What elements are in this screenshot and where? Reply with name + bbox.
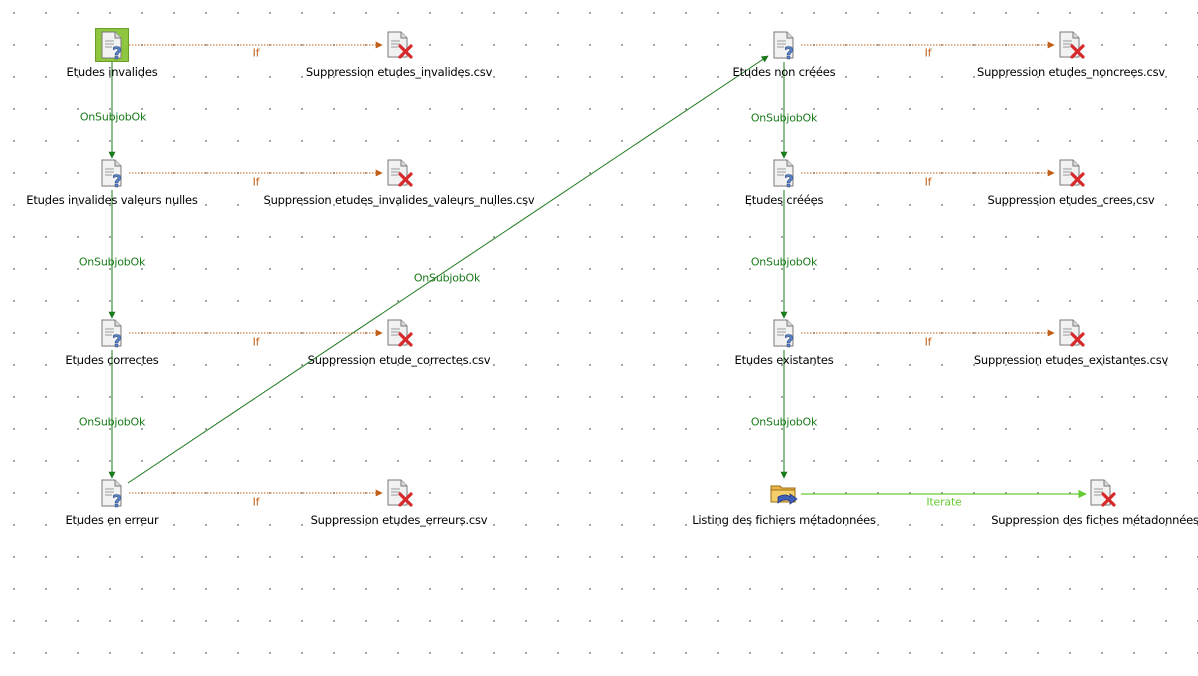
svg-text:?: ? [784,44,794,61]
component-label: Etudes invalides [66,65,158,79]
link-label-onsubjobok: OnSubjobOk [78,415,146,429]
component-label: Suppression etudes_existantes.csv [973,353,1169,367]
component-label: Suppression etudes_invalides.csv [305,65,493,79]
component-label: Suppression etude_correctes.csv [307,353,491,367]
file-exist-icon[interactable]: ? [96,157,128,189]
link-onsubjobok-cross[interactable] [127,55,769,484]
link-label-if: If [252,46,260,60]
component-label: Listing des fichiers métadonnées [692,513,876,527]
link-label-onsubjobok: OnSubjobOk [79,110,147,124]
file-delete-icon[interactable] [1055,29,1087,61]
file-delete-icon[interactable] [1055,317,1087,349]
component-label: Suppression etudes_invalides_valeurs_nul… [263,193,535,207]
link-label-if: If [252,175,260,189]
component-label: Etudes correctes [65,353,159,367]
svg-text:?: ? [784,172,794,189]
component-label: Suppression etudes_erreurs.csv [310,513,488,527]
svg-text:?: ? [112,492,122,509]
file-exist-icon[interactable]: ? [96,317,128,349]
svg-text:?: ? [112,332,122,349]
link-label-if: If [924,335,932,349]
file-delete-icon[interactable] [383,317,415,349]
file-delete-icon[interactable] [383,157,415,189]
link-label-if: If [924,46,932,60]
link-label-onsubjobok: OnSubjobOk [750,111,818,125]
link-label-onsubjobok: OnSubjobOk [78,255,146,269]
component-label: Etudes en erreur [65,513,159,527]
file-exist-icon[interactable]: ? [95,28,129,62]
link-label-onsubjobok: OnSubjobOk [750,255,818,269]
link-label-iterate: Iterate [926,495,962,509]
file-delete-icon[interactable] [383,477,415,509]
component-label: Suppression etudes_crees.csv [987,193,1155,207]
file-exist-icon[interactable]: ? [96,477,128,509]
svg-text:?: ? [784,332,794,349]
link-label-if: If [252,495,260,509]
component-label: Etudes existantes [734,353,834,367]
file-delete-icon[interactable] [1055,157,1087,189]
link-label-if: If [924,175,932,189]
component-label: Etudes invalides valeurs nulles [26,193,198,207]
file-exist-icon[interactable]: ? [768,317,800,349]
link-label-onsubjobok: OnSubjobOk [750,415,818,429]
file-list-icon[interactable] [768,477,800,509]
link-label-onsubjobok: OnSubjobOk [413,271,481,285]
svg-text:?: ? [112,172,122,189]
svg-text:?: ? [112,44,122,61]
component-label: Etudes créées [744,193,824,207]
component-label: Suppression des fiches métadonnées [991,513,1198,527]
file-exist-icon[interactable]: ? [768,157,800,189]
file-delete-icon[interactable] [1086,477,1118,509]
component-label: Suppression etudes_noncrees.csv [976,65,1166,79]
file-delete-icon[interactable] [383,29,415,61]
link-label-if: If [252,335,260,349]
file-exist-icon[interactable]: ? [768,29,800,61]
component-label: Etudes non créées [732,65,836,79]
